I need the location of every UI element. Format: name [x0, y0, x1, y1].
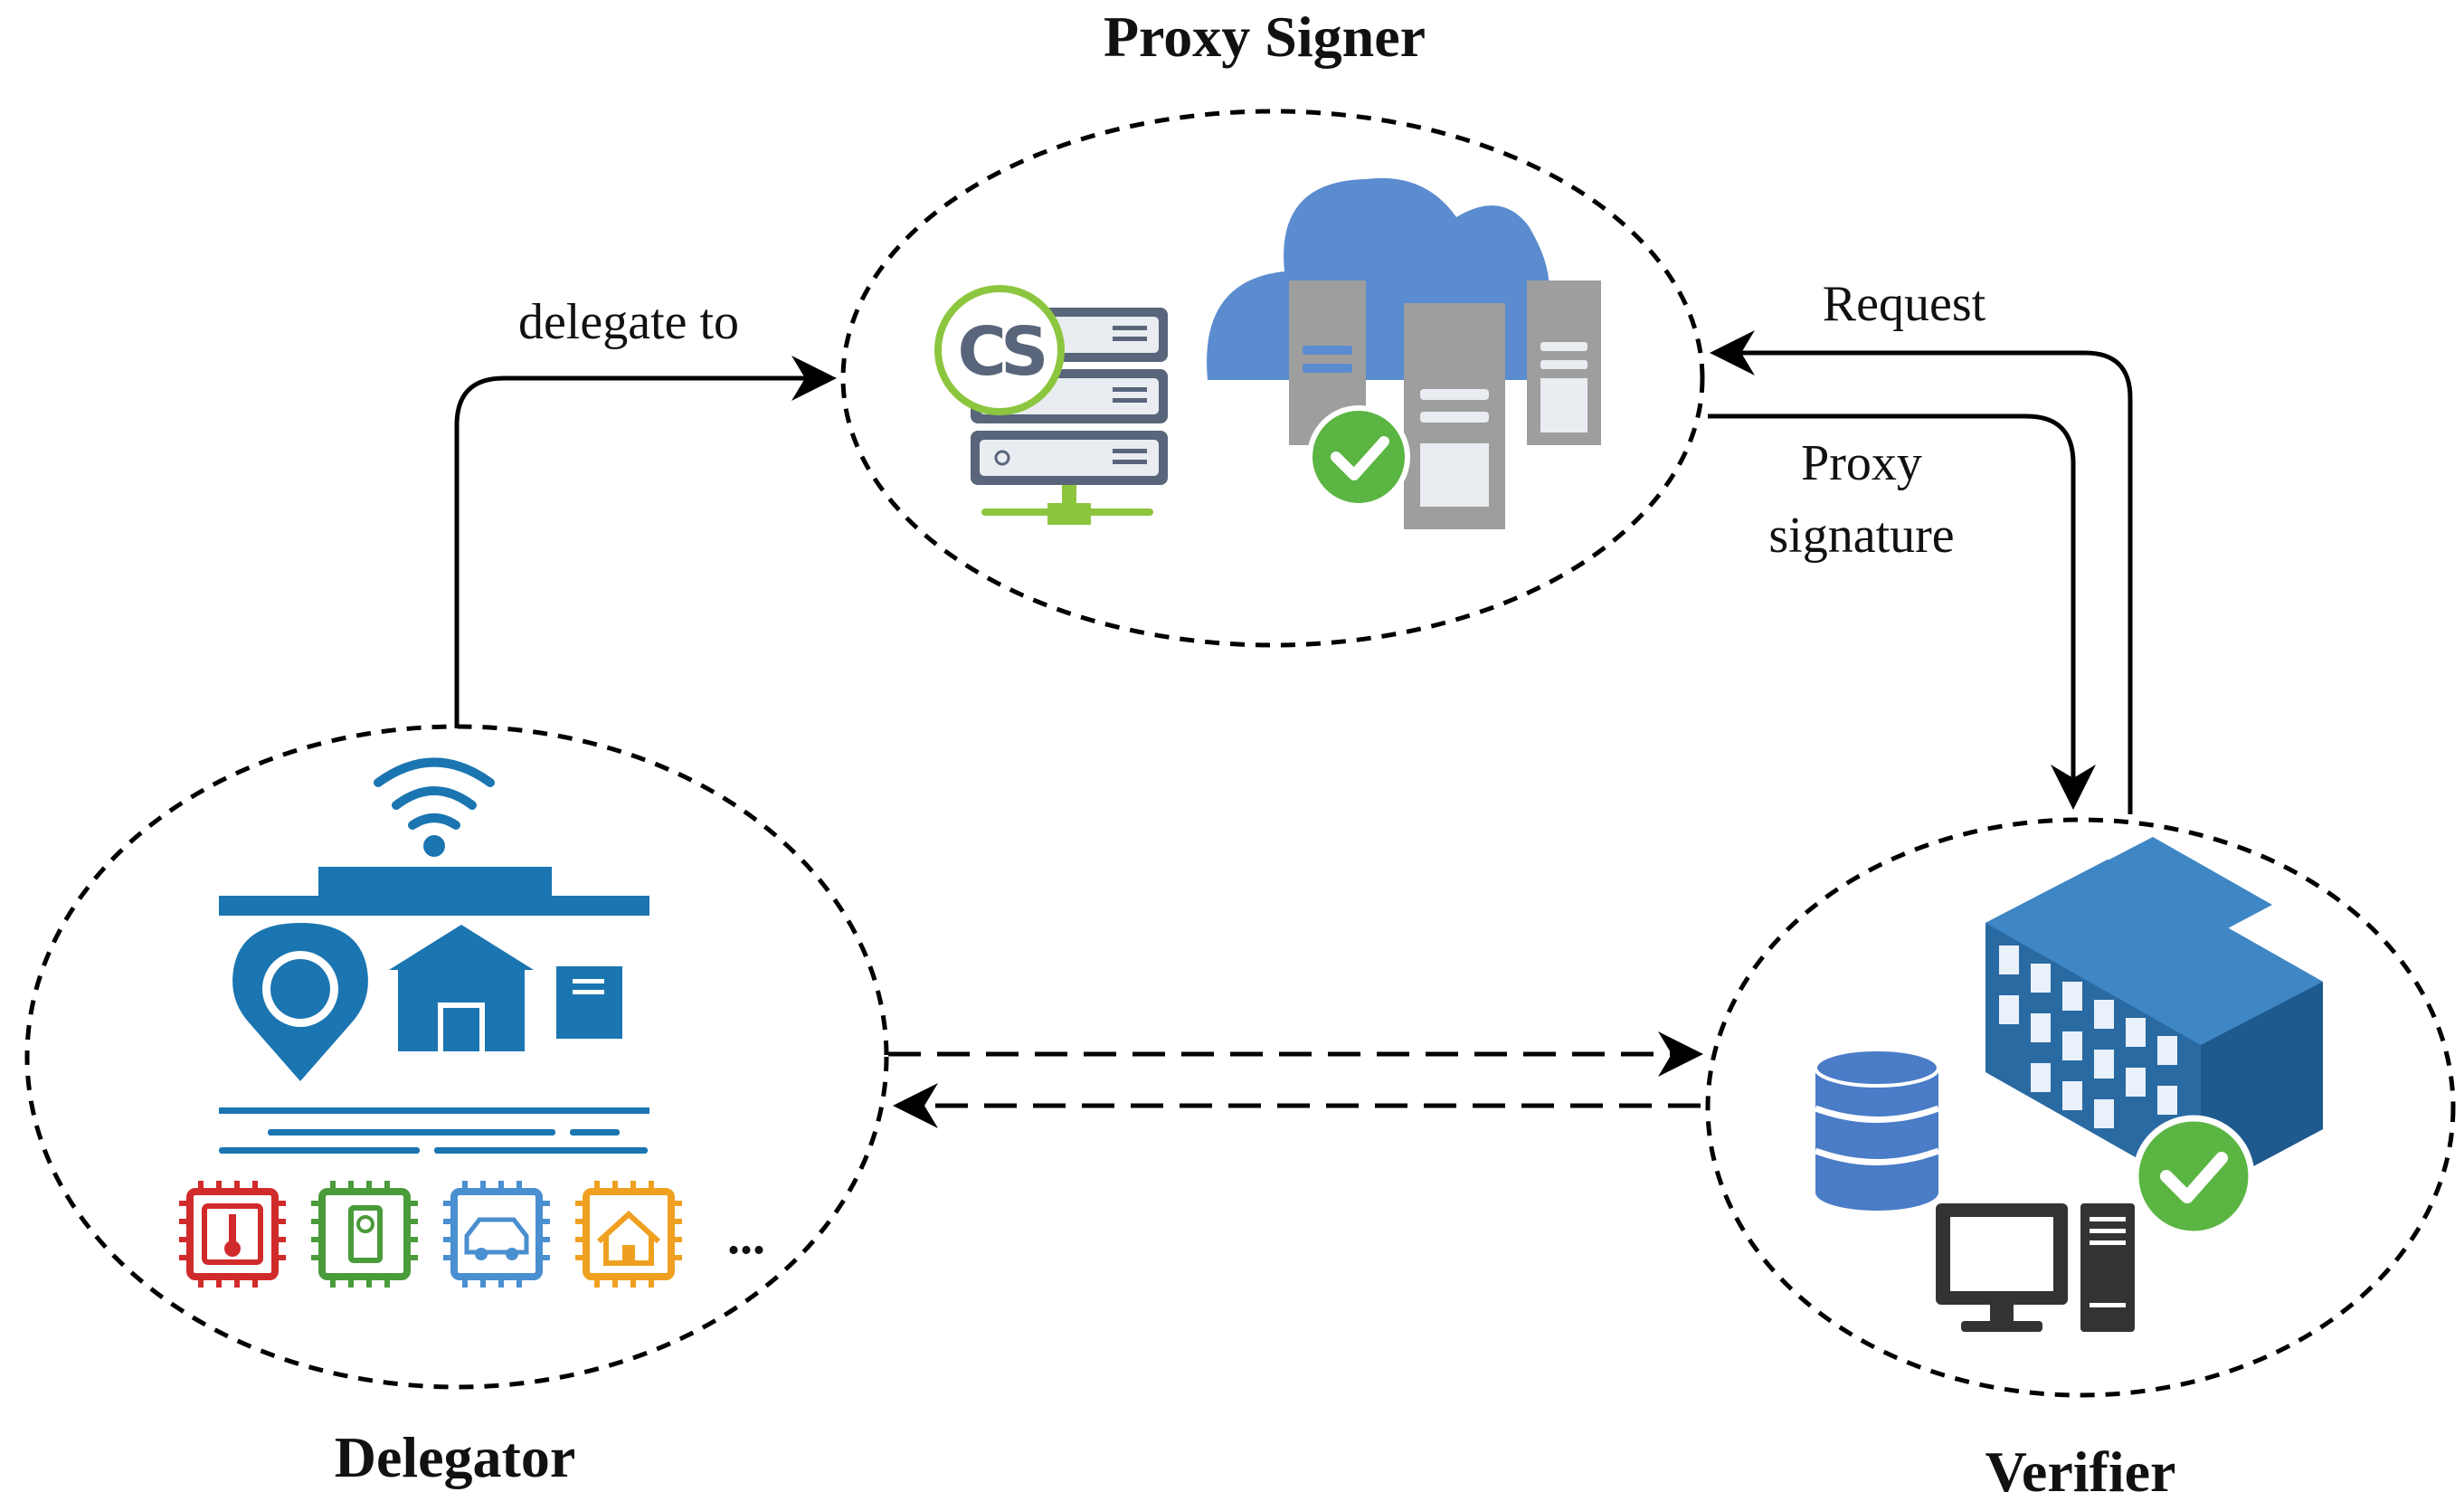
check-icon — [1307, 405, 1410, 508]
desktop-computer-icon — [1936, 1203, 2135, 1332]
wifi-icon — [374, 757, 495, 857]
smart-home-building — [219, 867, 649, 1154]
delegator-title: Delegator — [335, 1425, 576, 1489]
svg-text:CS: CS — [958, 313, 1045, 391]
request-label: Request — [1823, 276, 1986, 332]
proxy-signature-label-line2: signature — [1768, 508, 1954, 564]
request-arrow — [1710, 330, 2133, 814]
delegate-arrow — [454, 356, 837, 728]
device-chip-icon — [311, 1181, 418, 1288]
delegate-label: delegate to — [518, 294, 739, 350]
location-pin-icon — [232, 923, 368, 1081]
database-icon — [1814, 1048, 1940, 1211]
tower-server-icon — [1289, 280, 1601, 529]
office-building-icon — [1985, 837, 2323, 1194]
server-rack-icon — [971, 308, 1168, 525]
proxy-signer-boundary — [840, 109, 1705, 648]
check-icon — [2132, 1115, 2255, 1238]
proxy-signature-arrow — [1708, 413, 2096, 810]
mailbox-icon — [556, 966, 622, 1039]
delegator-boundary — [24, 724, 889, 1390]
verifier-title: Verifier — [1985, 1440, 2176, 1504]
home-chip-icon — [575, 1181, 682, 1288]
house-icon — [389, 925, 534, 1051]
verifier-boundary — [1705, 817, 2456, 1398]
cs-logo-icon: CS — [934, 285, 1065, 415]
more-devices-ellipsis: ... — [727, 1209, 765, 1265]
car-chip-icon — [443, 1181, 550, 1288]
proxy-signature-label-line1: Proxy — [1801, 435, 1922, 491]
proxy-signer-title: Proxy Signer — [1104, 5, 1426, 69]
thermometer-chip-icon — [179, 1181, 286, 1288]
